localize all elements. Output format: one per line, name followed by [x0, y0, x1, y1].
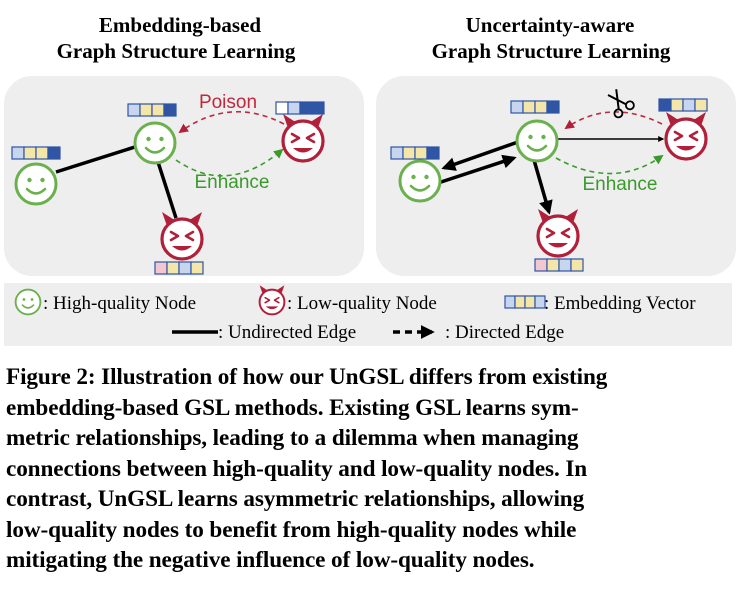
left-panel: Embedding-based Graph Structure Learning…	[4, 13, 364, 276]
directed-edge	[532, 159, 553, 215]
right-title-line2: Graph Structure Learning	[432, 39, 671, 63]
high-quality-node	[398, 159, 442, 203]
legend-directed: : Directed Edge	[445, 322, 564, 343]
poison-label: Poison	[199, 92, 257, 113]
low-quality-node	[536, 207, 580, 258]
figure-caption: Figure 2: Illustration of how our UnGSL …	[6, 362, 736, 576]
right-panel: Uncertainty-aware Graph Structure Learni…	[376, 13, 736, 276]
embedding-vector	[658, 98, 708, 112]
poison-arrow	[564, 111, 663, 130]
left-panel-background	[4, 76, 364, 276]
right-panel-background	[376, 76, 736, 276]
smiley-face-icon	[14, 288, 42, 316]
devil-face-icon	[258, 284, 286, 316]
caption-line: Figure 2: Illustration of how our UnGSL …	[6, 364, 608, 390]
left-title-line2: Graph Structure Learning	[57, 39, 296, 63]
caption-line: embedding-based GSL methods. Existing GS…	[6, 394, 579, 421]
left-title-line1: Embedding-based	[99, 13, 262, 37]
enhance-label: Enhance	[194, 172, 269, 193]
embedding-vector	[390, 146, 440, 160]
caption-line: metric relationships, leading to a dilem…	[6, 425, 579, 451]
legend-high-quality: : High-quality Node	[43, 293, 196, 314]
enhance-arrow	[175, 148, 284, 177]
figure: Embedding-based Graph Structure Learning…	[4, 13, 736, 346]
directed-edge	[441, 140, 519, 171]
undirected-edge	[156, 161, 178, 219]
caption-line: low-quality nodes to benefit from high-q…	[6, 516, 577, 543]
enhance-arrow	[555, 154, 664, 175]
figure-canvas: Embedding-based Graph Structure Learning…	[4, 13, 736, 346]
directed-edge	[437, 154, 517, 185]
embedding-vector-icon	[504, 295, 546, 309]
embedding-vector	[510, 100, 560, 114]
low-quality-node	[664, 110, 708, 161]
high-quality-node	[133, 121, 177, 165]
high-quality-node	[515, 119, 559, 163]
caption-line: contrast, UnGSL learns asymmetric relati…	[6, 486, 585, 512]
embedding-vector	[534, 258, 584, 272]
embedding-vector	[11, 146, 61, 160]
caption-line: connections between high-quality and low…	[6, 455, 588, 482]
poison-arrow	[178, 110, 285, 134]
scissors-icon	[607, 89, 635, 119]
embedding-vector	[127, 103, 177, 117]
low-quality-node	[160, 210, 204, 261]
high-quality-node	[14, 162, 58, 206]
legend: : High-quality Node : Low-quality Node :…	[4, 283, 732, 346]
legend-low-quality: : Low-quality Node	[287, 293, 437, 314]
low-quality-node	[281, 112, 325, 163]
enhance-label: Enhance	[582, 174, 657, 195]
right-title-line1: Uncertainty-aware	[466, 13, 635, 37]
embedding-vector	[275, 101, 325, 115]
caption-line: mitigating the negative influence of low…	[6, 547, 535, 573]
undirected-edge	[55, 144, 139, 174]
embedding-vector	[154, 261, 204, 275]
legend-embedding: : Embedding Vector	[544, 293, 696, 314]
legend-undirected: : Undirected Edge	[218, 322, 356, 343]
legend-background	[4, 283, 732, 346]
